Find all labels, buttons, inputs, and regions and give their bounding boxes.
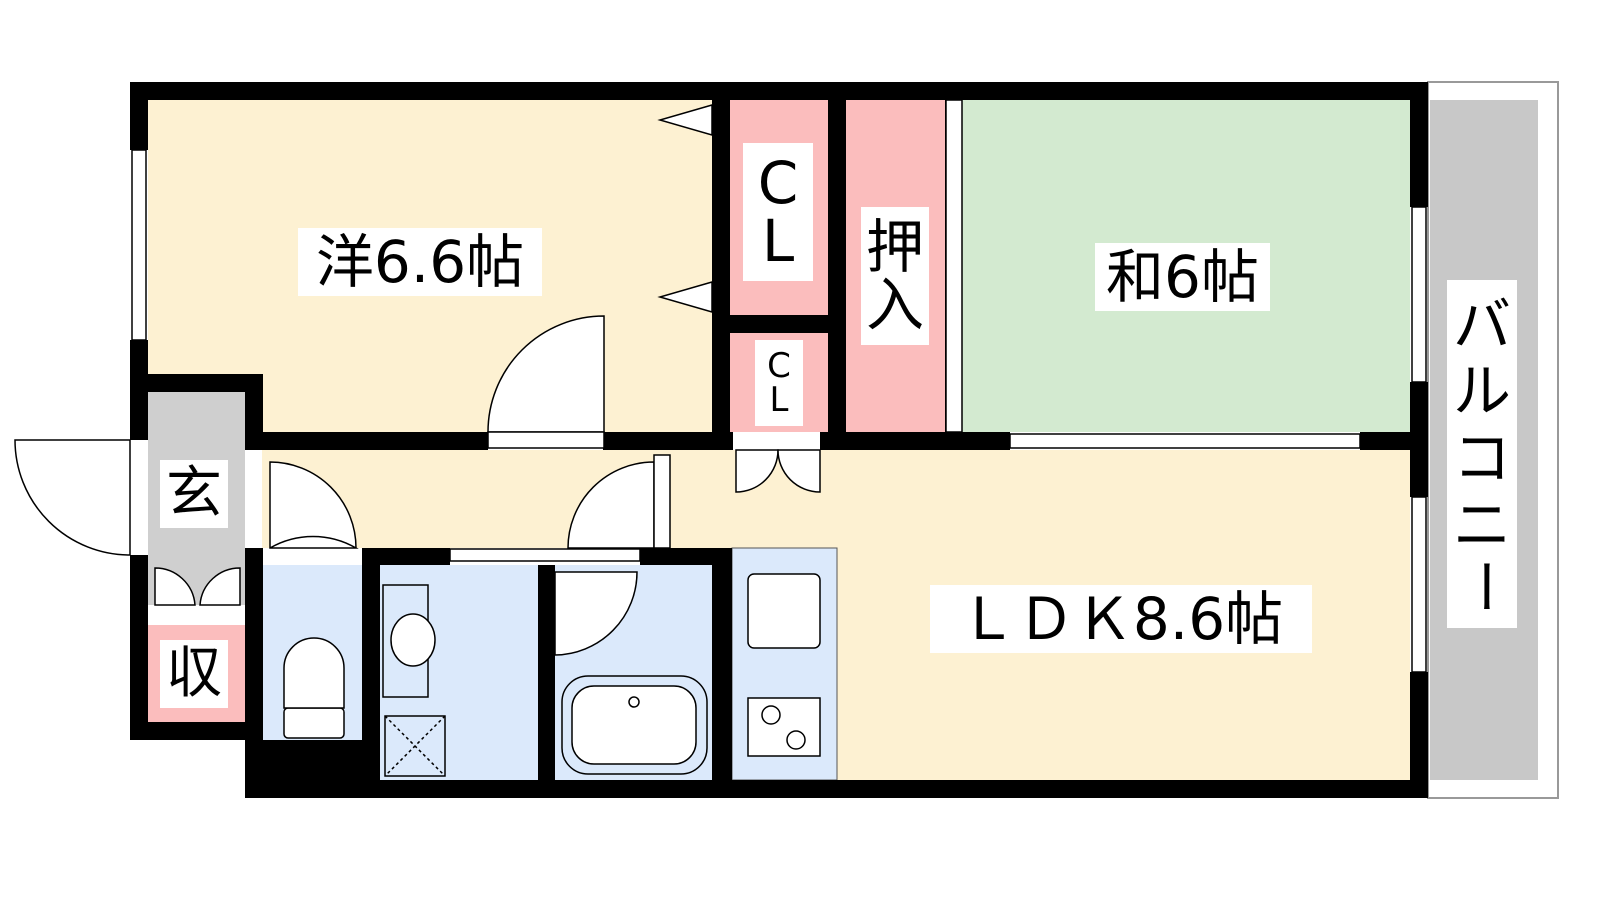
windows: [131, 99, 1427, 673]
balcony-char-4: ニ: [1452, 490, 1511, 559]
doors: [14, 104, 821, 656]
closet-top-l: L: [761, 207, 795, 275]
storage-label: 収: [160, 640, 228, 708]
oshiire-char-1: 押: [865, 213, 924, 281]
toilet-tank: [283, 707, 345, 739]
sink: [747, 573, 821, 649]
balcony-label: バ ル コ ニ ー: [1447, 280, 1517, 628]
balcony-char-1: バ: [1452, 290, 1511, 359]
balcony-char-5: ー: [1448, 558, 1517, 617]
balcony-char-3: コ: [1452, 424, 1511, 492]
western-room-label: 洋6.6帖: [298, 228, 542, 296]
closet-small-l: L: [769, 380, 789, 420]
stove: [747, 697, 821, 757]
toilet-bowl: [283, 637, 345, 709]
ldk-label: ＬＤＫ8.6帖: [930, 585, 1312, 653]
oshiire-label: 押 入: [861, 207, 929, 345]
balcony-char-2: ル: [1452, 357, 1511, 426]
entrance-label: 玄: [160, 460, 228, 528]
japanese-room-label: 和6帖: [1095, 243, 1270, 311]
closet-top-label: C L: [743, 143, 813, 281]
fixtures: [283, 573, 821, 777]
closet-top-c: C: [757, 149, 799, 217]
closet-small-c: C: [767, 346, 791, 386]
walls: [130, 82, 1428, 798]
oshiire-char-2: 入: [865, 271, 924, 339]
closet-small-label: C L: [755, 340, 803, 426]
